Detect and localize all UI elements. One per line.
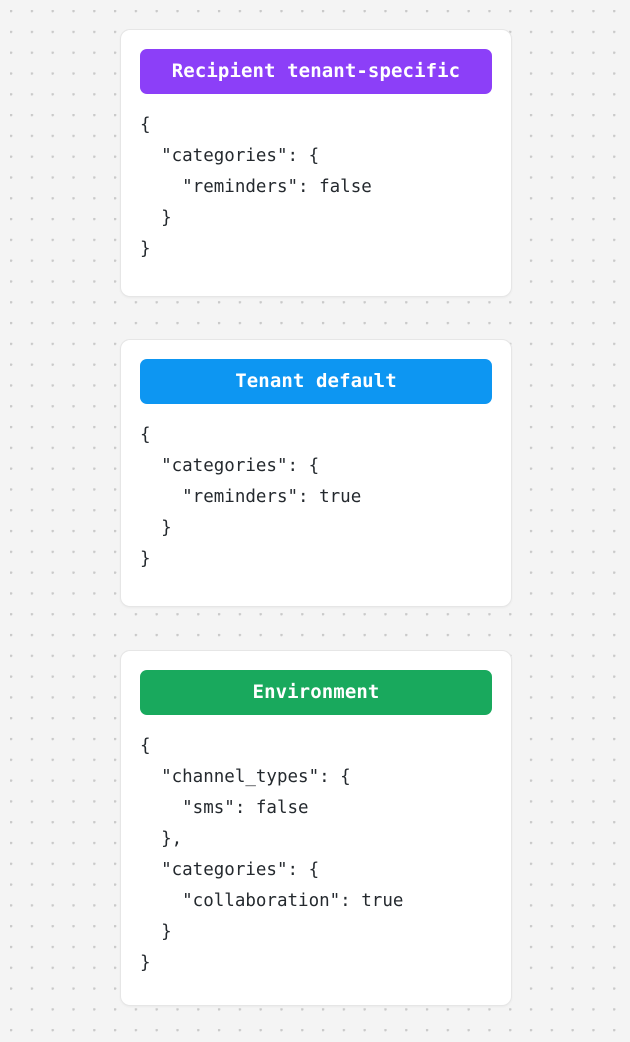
card-header-tenant-default: Tenant default (140, 359, 492, 404)
card-header-environment: Environment (140, 670, 492, 715)
card-header-recipient-tenant-specific: Recipient tenant-specific (140, 49, 492, 94)
card-tenant-default: Tenant default { "categories": { "remind… (120, 339, 512, 607)
card-environment: Environment { "channel_types": { "sms": … (120, 650, 512, 1006)
card-body-tenant-default: { "categories": { "reminders": true } } (140, 425, 362, 569)
card-body-recipient-tenant-specific: { "categories": { "reminders": false } } (140, 115, 372, 259)
card-body-environment: { "channel_types": { "sms": false }, "ca… (140, 736, 404, 973)
card-recipient-tenant-specific: Recipient tenant-specific { "categories"… (120, 29, 512, 297)
